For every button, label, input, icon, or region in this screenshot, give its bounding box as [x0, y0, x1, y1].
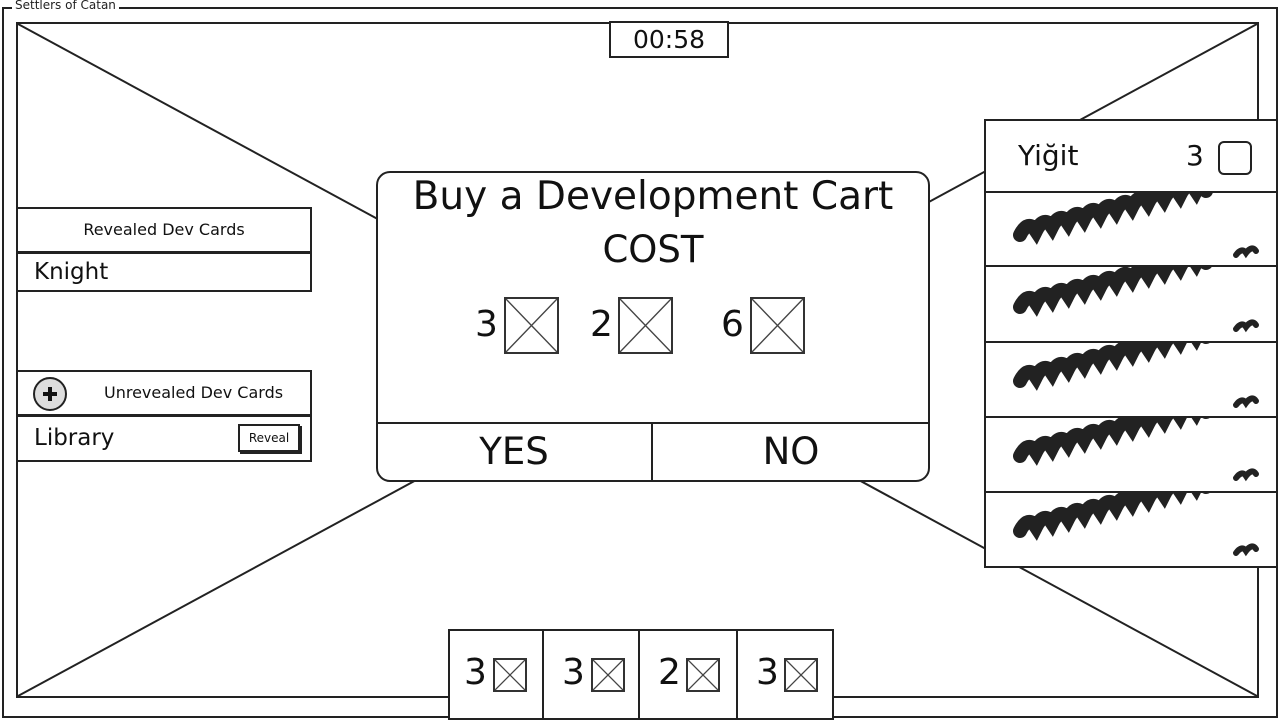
- resource-image-icon: [784, 658, 818, 692]
- resource-slot[interactable]: 3: [736, 629, 834, 720]
- yes-button[interactable]: YES: [479, 430, 549, 473]
- revealed-dev-cards-header: Revealed Dev Cards: [16, 207, 312, 253]
- dialog-button-divider: [651, 423, 653, 481]
- player-row[interactable]: [984, 341, 1278, 418]
- turn-timer: 00:58: [609, 21, 729, 58]
- resource-slot[interactable]: 2: [638, 629, 738, 720]
- dialog-title: Buy a Development Cart: [412, 174, 894, 219]
- scribbled-player-placeholder: [1013, 343, 1259, 409]
- cost-amount: 2: [590, 304, 613, 345]
- revealed-card-knight[interactable]: Knight: [16, 252, 312, 292]
- resource-image-icon: [591, 658, 625, 692]
- resource-image-icon: [750, 297, 805, 354]
- dialog-divider: [377, 422, 929, 424]
- resource-count: 3: [464, 652, 487, 693]
- resource-image-icon: [618, 297, 673, 354]
- scribbled-player-placeholder: [1013, 193, 1259, 259]
- resource-image-icon: [686, 658, 720, 692]
- resource-image-icon: [504, 297, 559, 354]
- card-count-badge: [1218, 141, 1252, 175]
- player-row[interactable]: [984, 491, 1278, 568]
- reveal-button[interactable]: Reveal: [238, 424, 300, 452]
- resource-image-icon: [493, 658, 527, 692]
- player-row-current[interactable]: Yiğit 3: [984, 119, 1278, 193]
- player-name: Yiğit: [1018, 139, 1079, 172]
- plus-circle-icon[interactable]: [33, 377, 67, 411]
- window-title: Settlers of Catan: [12, 0, 119, 12]
- cost-amount: 3: [475, 304, 498, 345]
- unrevealed-dev-cards-header: Unrevealed Dev Cards: [16, 370, 312, 416]
- player-card-count: 3: [1186, 139, 1204, 172]
- dialog-cost-label: COST: [602, 228, 704, 271]
- scribbled-player-placeholder: [1013, 267, 1259, 333]
- player-row[interactable]: [984, 191, 1278, 267]
- resource-slot[interactable]: 3: [542, 629, 640, 720]
- resource-slot[interactable]: 3: [448, 629, 544, 720]
- player-row[interactable]: [984, 265, 1278, 343]
- resource-count: 3: [562, 652, 585, 693]
- resource-count: 3: [756, 652, 779, 693]
- player-row[interactable]: [984, 416, 1278, 493]
- scribbled-player-placeholder: [1013, 493, 1259, 557]
- scribbled-player-placeholder: [1013, 418, 1259, 482]
- no-button[interactable]: NO: [762, 430, 820, 473]
- cost-amount: 6: [721, 304, 744, 345]
- resource-count: 2: [658, 652, 681, 693]
